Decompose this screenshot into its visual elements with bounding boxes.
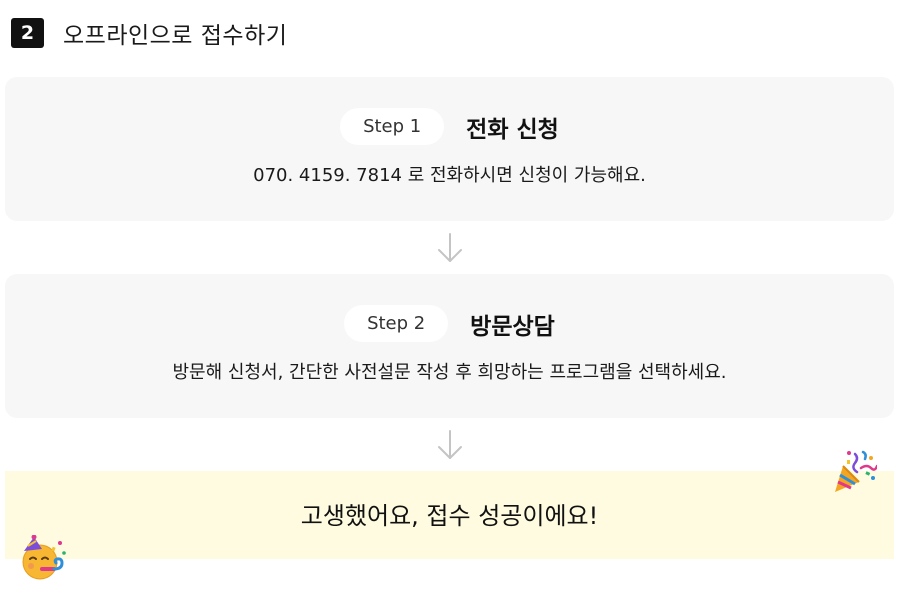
step-label-pill: Step 1 xyxy=(340,108,445,145)
step-card-1: Step 1 전화 신청 070. 4159. 7814 로 전화하시면 신청이… xyxy=(5,77,894,221)
success-banner: 고생했어요, 접수 성공이에요! xyxy=(5,471,894,559)
section-header: 2 오프라인으로 접수하기 xyxy=(11,16,287,50)
step-label-pill: Step 2 xyxy=(344,305,449,342)
party-face-icon xyxy=(22,535,66,580)
section-title: 오프라인으로 접수하기 xyxy=(63,23,288,49)
success-message: 고생했어요, 접수 성공이에요! xyxy=(300,501,599,530)
arrow-down-icon xyxy=(438,233,462,262)
arrow-down-icon xyxy=(438,430,462,459)
step-title: 전화 신청 xyxy=(466,116,559,143)
step-number-badge: 2 xyxy=(11,18,44,48)
step-description: 방문해 신청서, 간단한 사전설문 작성 후 희망하는 프로그램을 선택하세요. xyxy=(172,362,727,383)
step-description: 070. 4159. 7814 로 전화하시면 신청이 가능해요. xyxy=(253,165,646,186)
step-card-2: Step 2 방문상담 방문해 신청서, 간단한 사전설문 작성 후 희망하는 … xyxy=(5,274,894,418)
party-popper-icon xyxy=(835,450,877,492)
step-title: 방문상담 xyxy=(470,313,555,340)
